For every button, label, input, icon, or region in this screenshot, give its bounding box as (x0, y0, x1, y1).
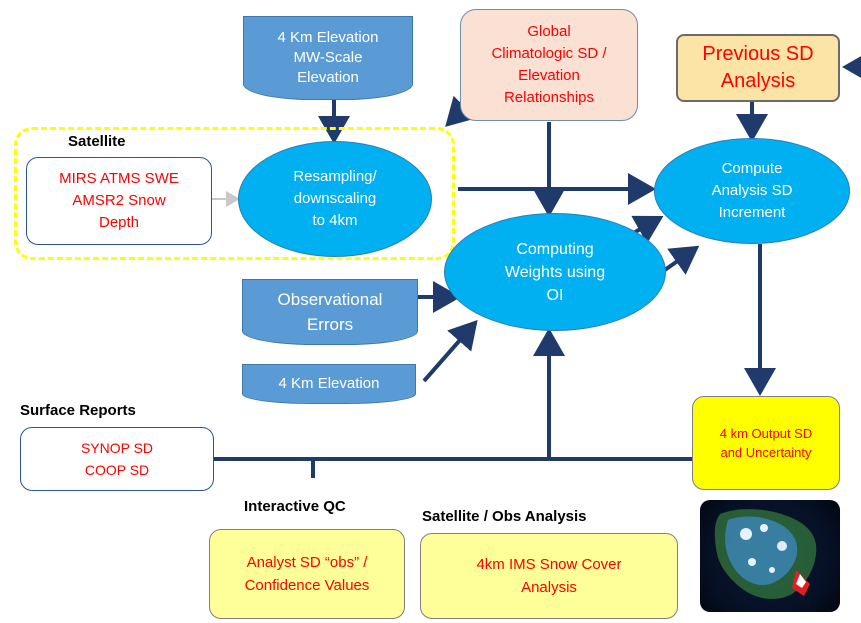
node-surface-sources: SYNOP SD COOP SD (20, 427, 214, 491)
node-text-line: 4 Km Elevation (277, 29, 379, 46)
node-4km-elevation-mw-scale: 4 Km Elevation MW-Scale Elevation (243, 16, 413, 100)
node-text-line: Relationships (503, 89, 595, 106)
node-text-line: Computing (516, 240, 594, 258)
label-satellite-obs-analysis: Satellite / Obs Analysis (422, 508, 587, 525)
node-text-line: AMSR2 Snow (72, 192, 166, 209)
node-text-line: Confidence Values (244, 577, 370, 594)
node-text-line: Analysis SD (711, 182, 793, 199)
node-text-line: OI (546, 286, 564, 304)
label-satellite: Satellite (68, 133, 126, 150)
node-text-line: Elevation (297, 69, 359, 86)
node-text-line: Depth (98, 214, 140, 231)
node-text-line: Increment (718, 204, 786, 221)
node-text-line: Global (527, 23, 571, 40)
node-text-line: MIRS ATMS SWE (59, 170, 179, 187)
node-text-line: 4 km Output SD (719, 426, 813, 441)
label-interactive-qc: Interactive QC (244, 498, 346, 515)
node-output-sd-uncertainty: 4 km Output SD and Uncertainty (692, 396, 840, 490)
node-text-line: Observational (277, 290, 383, 309)
node-observational-errors: Observational Errors (242, 279, 418, 345)
node-previous-sd-analysis: Previous SD Analysis (676, 34, 840, 102)
node-text-line: Resampling/ (293, 168, 377, 185)
node-text-line: Analysis (521, 579, 577, 596)
node-text-line: Compute (721, 160, 783, 177)
snow-map-graphic (714, 509, 817, 599)
node-text-line: Analyst SD “obs” / (246, 554, 368, 571)
node-text-line: 4km IMS Snow Cover (476, 556, 622, 573)
node-text-line: SYNOP SD (80, 440, 154, 456)
node-text-line: Weights using (504, 263, 606, 281)
node-text-line: Elevation (518, 67, 580, 84)
arrow-elevation-to-weights (422, 319, 478, 383)
arrow-weights-to-increment-lower (660, 245, 700, 275)
node-text-line: Analysis (720, 70, 796, 92)
arrow-dashed-region-corner (445, 95, 477, 127)
node-text-line: downscaling (293, 190, 377, 207)
node-satellite-sources: MIRS ATMS SWE AMSR2 Snow Depth (26, 157, 212, 245)
node-text-line: Climatologic SD / (491, 45, 607, 62)
node-4km-elevation: 4 Km Elevation (242, 364, 416, 404)
label-surface-reports: Surface Reports (20, 402, 136, 419)
node-text-line: Previous SD (702, 43, 814, 65)
node-compute-increment: Compute Analysis SD Increment (654, 138, 850, 244)
node-global-climatologic: Global Climatologic SD / Elevation Relat… (460, 9, 638, 121)
node-ims-snow-cover: 4km IMS Snow Cover Analysis (420, 533, 678, 619)
node-text-line: Errors (306, 315, 354, 334)
node-text-line: COOP SD (84, 462, 150, 478)
node-text-line: and Uncertainty (720, 445, 812, 460)
node-resampling-downscaling: Resampling/ downscaling to 4km (238, 141, 432, 257)
node-computing-weights: Computing Weights using OI (444, 213, 666, 331)
node-analyst-sd-obs: Analyst SD “obs” / Confidence Values (209, 529, 405, 619)
snow-map-image (700, 500, 840, 612)
node-text-line: to 4km (312, 212, 358, 229)
node-text-line: 4 Km Elevation (278, 375, 380, 392)
satellite-region-highlight (14, 127, 455, 260)
node-text-line: MW-Scale (293, 49, 363, 66)
